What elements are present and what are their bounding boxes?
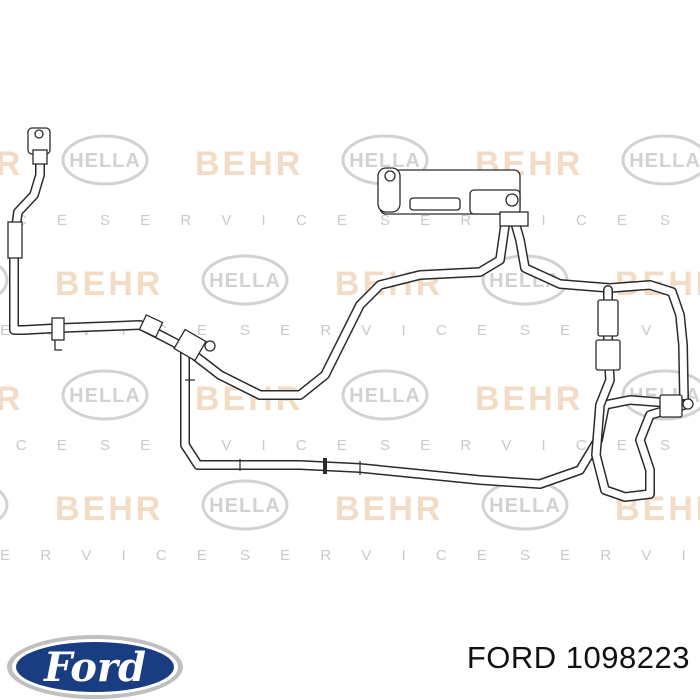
ford-logo: Ford: [7, 635, 183, 699]
hella-watermark-text: HELLA: [209, 495, 281, 517]
top-left-connector: [27, 127, 51, 165]
hella-watermark-text: HELLA: [0, 270, 1, 292]
service-watermark-text: S E R V I C E: [0, 437, 80, 454]
right-fittings: [595, 299, 694, 418]
behr-watermark-text: BEHR: [0, 380, 23, 418]
middle-bracket: [138, 314, 216, 362]
lower-hose-marks: [185, 379, 361, 475]
hella-watermark-text: HELLA: [349, 150, 421, 172]
hose-right-loop: [591, 285, 689, 502]
hose-diagram: [7, 127, 694, 502]
behr-watermark-text: BEHR: [55, 265, 163, 303]
hella-watermark-oval: [0, 489, 9, 521]
left-riser-sleeve: [7, 221, 23, 259]
behr-watermark-text: BEHR: [335, 490, 443, 528]
part-number-caption: FORD 1098223: [466, 640, 690, 675]
hella-watermark-oval: [621, 134, 700, 186]
hose-right-upper: [505, 200, 689, 405]
service-watermark-text: S E R V I C E: [240, 322, 500, 339]
service-watermark-text: S E R V I C E: [380, 437, 640, 454]
service-watermark-text: S E R V I C E: [660, 437, 700, 454]
behr-watermark-text: BEHR: [55, 490, 163, 528]
hella-watermark-oval: [61, 134, 149, 186]
hose-upper-route: [180, 200, 515, 400]
ford-logo-oval: [16, 642, 174, 692]
behr-watermark-text: BEHR: [195, 145, 303, 183]
hella-watermark-text: HELLA: [69, 385, 141, 407]
service-watermark-text: S E R V I C E: [520, 547, 700, 564]
top-right-valve-block: [377, 167, 529, 227]
behr-watermark-text: BEHR: [0, 145, 23, 183]
service-watermark-text: S E R V I C E: [100, 212, 360, 229]
hella-watermark-oval: [341, 369, 429, 421]
service-watermark-text: S E R V I C E: [240, 547, 500, 564]
service-watermark-text: S E R V I C E: [100, 437, 360, 454]
hella-watermark-oval: [201, 254, 289, 306]
hella-watermark-text: HELLA: [0, 495, 1, 517]
service-watermark-text: S E R V I C E: [0, 547, 220, 564]
behr-watermark-text: BEHR: [475, 380, 583, 418]
hella-watermark-oval: [61, 369, 149, 421]
left-clip: [51, 317, 65, 351]
hella-watermark-text: HELLA: [349, 385, 421, 407]
ford-logo-wordmark: Ford: [43, 644, 146, 691]
watermark-layer: HELLA BEHR HELLA BEHR HELLA BEHR HELLA BEHR S E …: [0, 134, 700, 564]
hella-watermark-text: HELLA: [629, 150, 700, 172]
hella-watermark-oval: [201, 479, 289, 531]
hella-watermark-text: HELLA: [69, 150, 141, 172]
service-watermark-text: S E R V I C E: [660, 212, 700, 229]
hella-watermark-oval: [621, 369, 700, 421]
hella-watermark-text: HELLA: [489, 495, 561, 517]
hella-watermark-oval: [0, 264, 9, 296]
hella-watermark-text: HELLA: [209, 270, 281, 292]
hose-left-riser: [9, 145, 190, 353]
